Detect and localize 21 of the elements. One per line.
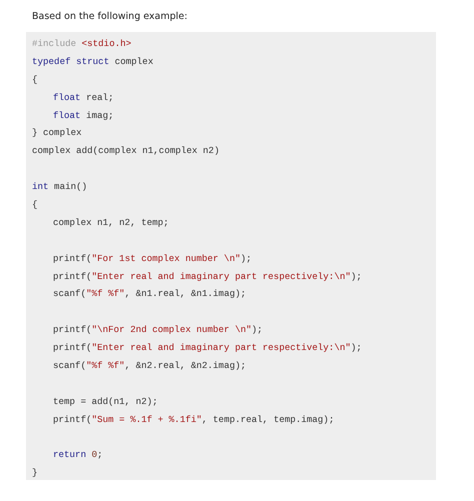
code-line: } xyxy=(32,466,39,480)
code-line: complex add(complex n1,complex n2) xyxy=(32,144,220,158)
code-line: printf("Enter real and imaginary part respectively:\n"); xyxy=(52,270,363,284)
code-line: typedef struct complex xyxy=(32,54,154,69)
code-line: } complex xyxy=(32,126,83,140)
code-line: temp = add(n1, n2); xyxy=(52,394,159,409)
code-line: scanf("%f %f", &n1.real, &n1.imag); xyxy=(52,287,247,302)
code-line: scanf("%f %f", &n2.real, &n2.imag); xyxy=(52,359,247,374)
code-line: { xyxy=(32,72,39,87)
code-line: int main() xyxy=(32,180,88,194)
code-line: float imag; xyxy=(52,108,115,123)
code-line: #include <stdio.h> xyxy=(32,37,132,51)
code-line: printf("Enter real and imaginary part respectively:\n"); xyxy=(52,341,363,356)
code-line: float real; xyxy=(52,90,115,105)
code-line: { xyxy=(32,198,39,212)
code-line: printf("\nFor 2nd complex number \n"); xyxy=(52,323,264,338)
code-line: printf("Sum = %.1f + %.1fi", temp.real, temp.imag); xyxy=(52,412,336,427)
intro-text: Based on the following example: xyxy=(32,11,188,22)
code-line: complex n1, n2, temp; xyxy=(52,216,170,230)
code-line: printf("For 1st complex number \n"); xyxy=(52,252,253,266)
code-line: return 0; xyxy=(52,448,104,462)
